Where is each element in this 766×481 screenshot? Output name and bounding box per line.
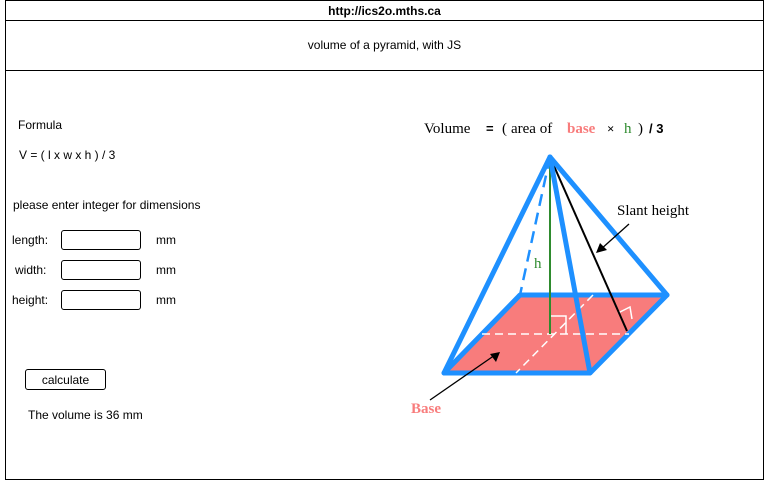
length-unit: mm — [156, 233, 176, 247]
formula-times: × — [607, 121, 614, 136]
diagram-formula: Volume = ( area of base × h ) / 3 — [424, 121, 663, 137]
back-right-edge — [547, 154, 670, 298]
slant-height-label: Slant height — [617, 203, 690, 219]
base-arrow-head — [490, 352, 500, 362]
front-right-edge — [547, 154, 593, 376]
width-unit: mm — [156, 263, 176, 277]
formula-area-of: area of — [511, 121, 552, 137]
slant-height-line — [549, 156, 628, 332]
formula-equals: = — [486, 121, 494, 136]
length-label: length: — [12, 233, 49, 247]
formula-close: ) — [638, 121, 643, 137]
instructions-text: please enter integer for dimensions — [13, 198, 201, 212]
formula-expression: V = ( l x w x h ) / 3 — [19, 148, 116, 162]
url-bar[interactable]: http://ics2o.mths.ca — [5, 0, 764, 21]
formula-volume: Volume — [424, 121, 471, 137]
formula-div: / 3 — [649, 121, 663, 136]
page-title: volume of a pyramid, with JS — [5, 20, 764, 71]
height-input[interactable] — [61, 290, 141, 310]
width-input[interactable] — [61, 260, 141, 280]
slant-arrow-line — [599, 223, 630, 251]
height-unit: mm — [156, 293, 176, 307]
base-label: Base — [411, 401, 441, 417]
length-input[interactable] — [61, 230, 141, 250]
front-left-edge — [441, 154, 553, 376]
width-label: width: — [15, 263, 47, 277]
height-label: height: — [12, 293, 49, 307]
right-angle-mark-slant — [617, 305, 633, 320]
result-text: The volume is 36 mm — [28, 408, 143, 422]
slant-arrow-head — [596, 243, 607, 253]
formula-h: h — [624, 121, 632, 137]
right-angle-mark — [550, 315, 567, 334]
hidden-edge — [518, 156, 552, 296]
formula-base: base — [567, 121, 596, 137]
calculate-button[interactable]: calculate — [25, 369, 106, 390]
formula-open: ( — [502, 121, 507, 137]
height-label: h — [534, 256, 542, 272]
base-arrow-line — [429, 354, 496, 401]
formula-heading: Formula — [18, 118, 63, 132]
pyramid-diagram: Volume = ( area of base × h ) / 3 h Slan… — [411, 121, 690, 417]
